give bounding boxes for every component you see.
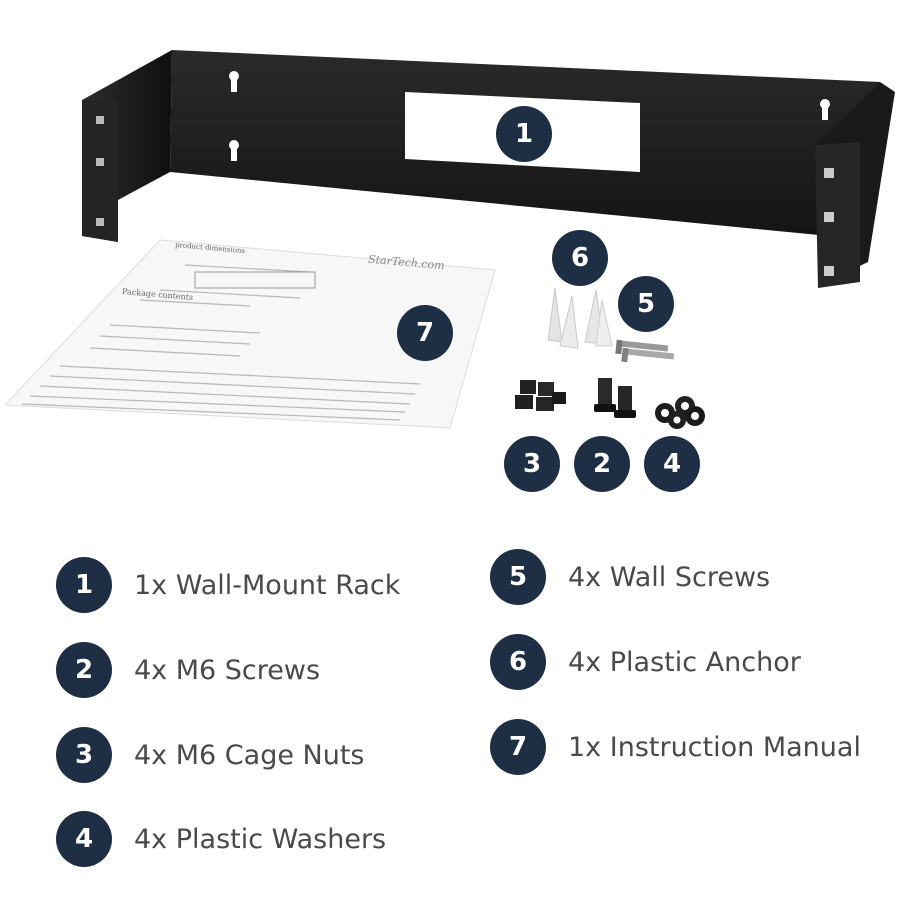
legend-item-7: 7 1x Instruction Manual — [490, 719, 861, 775]
legend-badge: 3 — [56, 727, 112, 783]
plastic-anchors — [547, 287, 613, 349]
legend-number: 6 — [508, 647, 528, 677]
cage-nuts — [515, 380, 566, 411]
callout-badge-2: 2 — [574, 436, 630, 492]
callout-badge-6: 6 — [552, 230, 608, 286]
legend-item-3: 3 4x M6 Cage Nuts — [56, 727, 365, 783]
legend-text: 4x M6 Screws — [134, 654, 321, 686]
legend-text: 4x Wall Screws — [568, 561, 771, 593]
legend-text: 4x M6 Cage Nuts — [134, 739, 365, 771]
legend-text: 4x Plastic Washers — [134, 823, 387, 855]
legend-badge: 5 — [490, 549, 546, 605]
legend-number: 2 — [74, 655, 94, 685]
legend-item-4: 4 4x Plastic Washers — [56, 811, 386, 867]
instruction-manual-illustration — [3, 239, 496, 429]
callout-number: 2 — [592, 449, 612, 479]
callout-number: 5 — [636, 289, 656, 319]
legend-item-1: 1 1x Wall-Mount Rack — [56, 557, 400, 613]
legend-number: 7 — [508, 732, 528, 762]
legend-item-2: 2 4x M6 Screws — [56, 642, 320, 698]
legend-badge: 2 — [56, 642, 112, 698]
legend-number: 3 — [74, 740, 94, 770]
legend-badge: 4 — [56, 811, 112, 867]
wall-screws — [615, 339, 675, 363]
callout-badge-7: 7 — [397, 305, 453, 361]
m6-screws — [594, 378, 636, 418]
callout-number: 6 — [570, 243, 590, 273]
legend-badge: 6 — [490, 634, 546, 690]
callout-badge-4: 4 — [644, 436, 700, 492]
legend-text: 4x Plastic Anchor — [568, 646, 801, 678]
callout-badge-1: 1 — [496, 106, 552, 162]
callout-number: 3 — [522, 449, 542, 479]
legend-number: 4 — [74, 824, 94, 854]
callout-number: 7 — [415, 318, 435, 348]
callout-number: 4 — [662, 449, 682, 479]
legend-number: 5 — [508, 562, 528, 592]
legend-number: 1 — [74, 570, 94, 600]
legend-text: 1x Wall-Mount Rack — [134, 569, 401, 601]
legend-badge: 7 — [490, 719, 546, 775]
callout-badge-5: 5 — [618, 276, 674, 332]
product-illustration — [3, 50, 895, 429]
callout-badge-3: 3 — [504, 436, 560, 492]
legend-item-6: 6 4x Plastic Anchor — [490, 634, 801, 690]
legend-text: 1x Instruction Manual — [568, 731, 861, 763]
legend-badge: 1 — [56, 557, 112, 613]
legend-item-5: 5 4x Wall Screws — [490, 549, 770, 605]
callout-number: 1 — [514, 119, 534, 149]
plastic-washers — [655, 396, 705, 429]
